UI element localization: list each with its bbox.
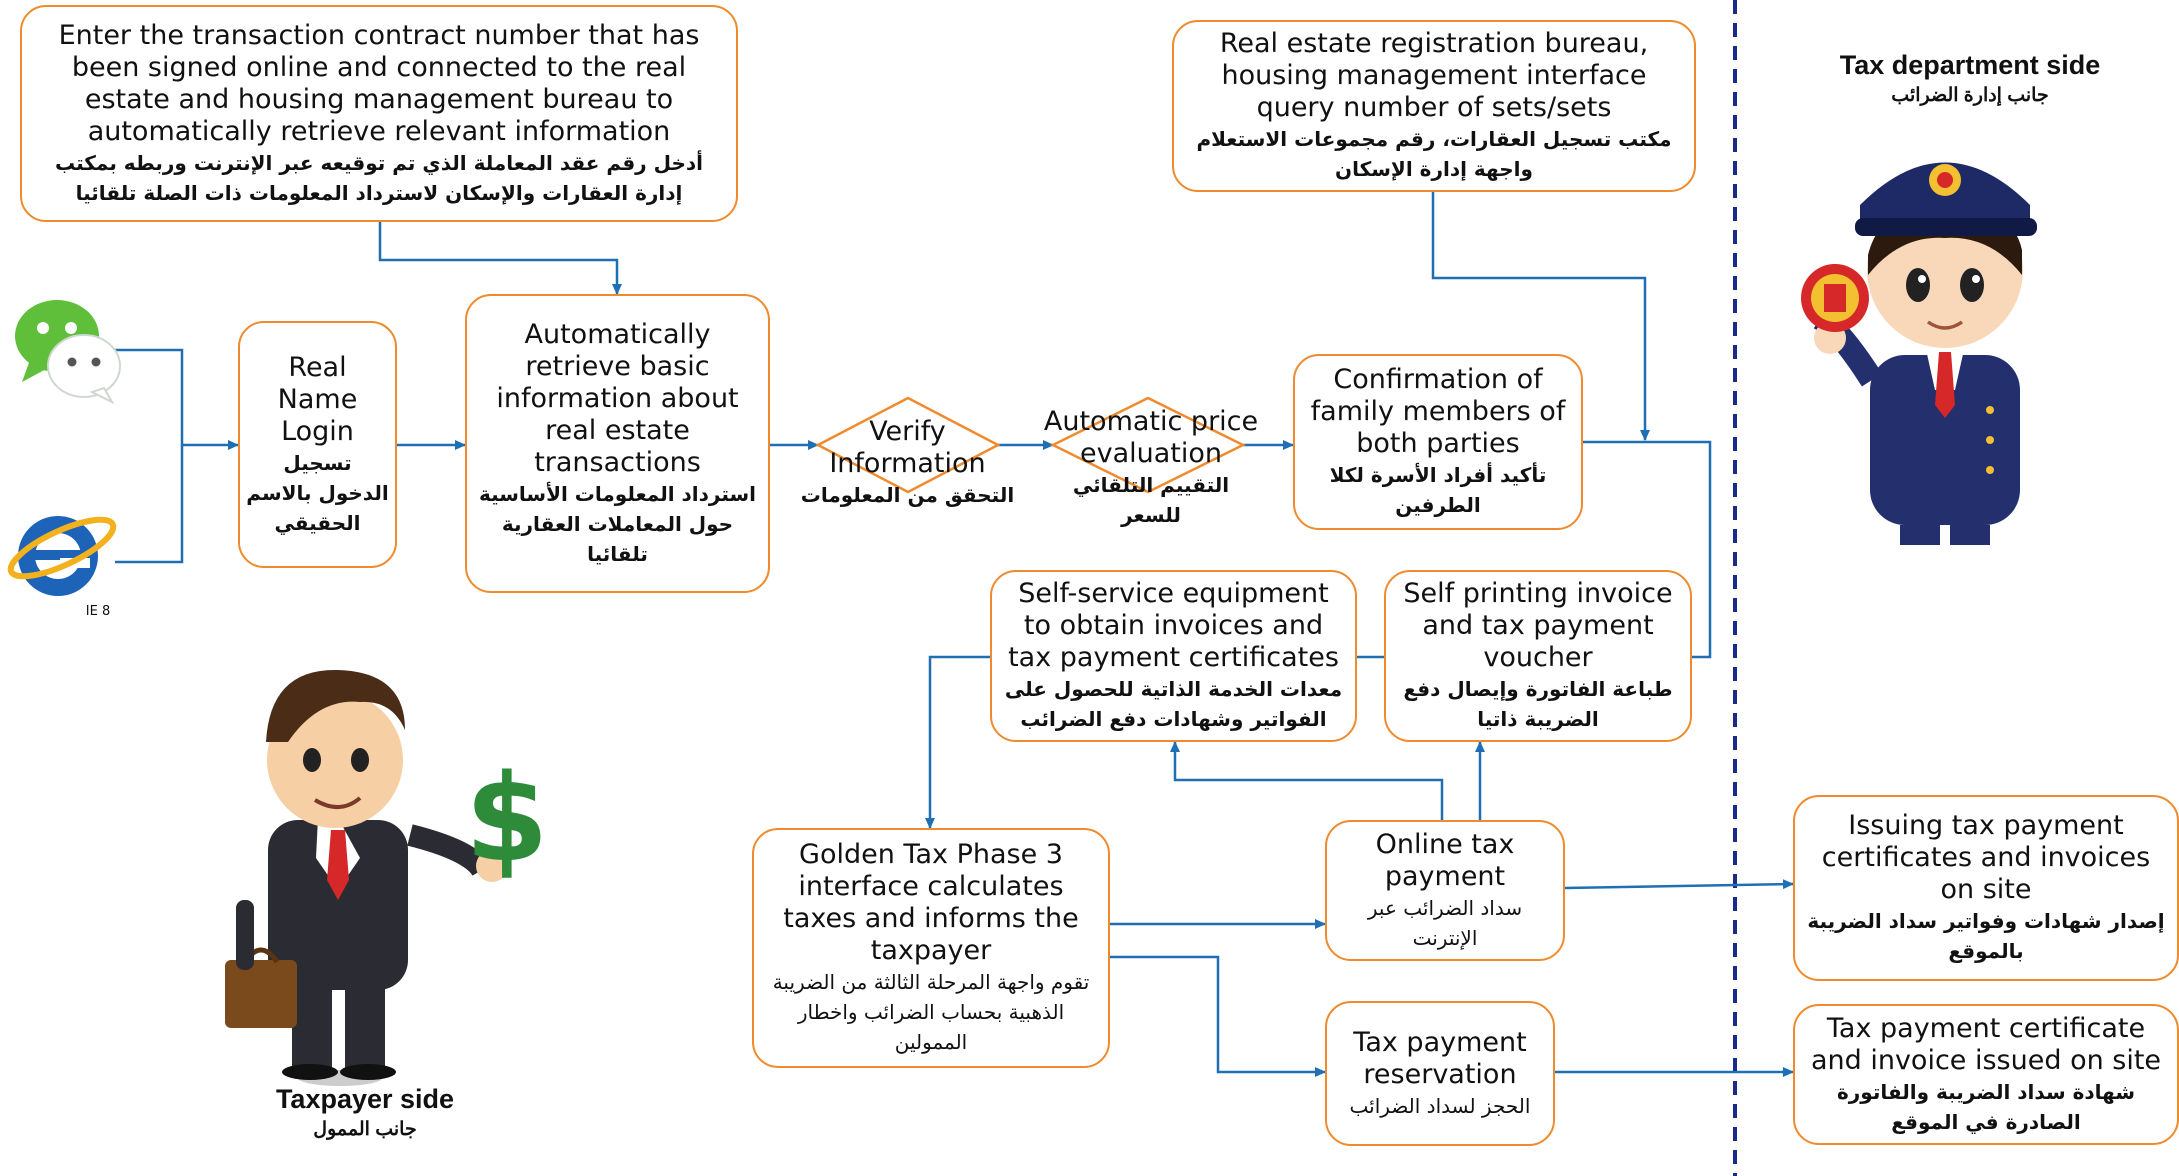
golden-tax-box: Golden Tax Phase 3 interface calculates … <box>752 828 1110 1068</box>
taxpayer-side-label: Taxpayer side <box>275 1084 455 1114</box>
retrieve-basic-text: Automatically retrieve basic information… <box>496 318 739 478</box>
golden-tax-text: Golden Tax Phase 3 interface calculates … <box>783 839 1079 966</box>
confirm-family-box: Confirmation of family members of both p… <box>1293 354 1583 530</box>
retrieve-basic-box: Automatically retrieve basic information… <box>465 294 770 593</box>
certificate-issued-text-ar: شهادة سداد الضريبة والفاتورة الصادرة في … <box>1836 1079 2136 1134</box>
golden-tax-text-ar: تقوم واجهة المرحلة الثالثة من الضريبة ال… <box>772 970 1090 1054</box>
real-name-login-box: Real Name Login تسجيل الدخول بالاسم الحق… <box>238 321 397 568</box>
confirm-family-text-ar: تأكيد أفراد الأسرة لكلا الطرفين <box>1329 463 1547 517</box>
price-text: Automatic price evaluation <box>1043 406 1259 469</box>
retrieve-basic-text-ar: استرداد المعلومات الأساسية حول المعاملات… <box>478 481 757 566</box>
tax-reservation-box: Tax payment reservation الحجز لسداد الضر… <box>1325 1001 1555 1146</box>
arrow-service-golden <box>925 655 990 829</box>
self-service-text-ar: معدات الخدمة الذاتية للحصول على الفواتير… <box>1004 677 1343 731</box>
tax-department-side-label-ar: جانب إدارة الضرائب <box>1891 85 2049 106</box>
svg-text:$: $ <box>465 750 549 889</box>
real-name-login-text: Real Name Login <box>277 351 358 447</box>
tax-department-side-label: Tax department side <box>1839 50 2101 80</box>
self-service-box: Self-service equipment to obtain invoice… <box>990 570 1357 742</box>
issuing-certificates-text-ar: إصدار شهادات وفواتير سداد الضريبة بالموق… <box>1807 909 2165 963</box>
verify-diamond <box>815 396 1001 494</box>
arrow-golden-reservation <box>1110 955 1326 1077</box>
registration-bureau-text: Real estate registration bureau, housing… <box>1219 28 1649 123</box>
certificate-issued-text: Tax payment certificate and invoice issu… <box>1810 1012 2162 1076</box>
issuing-certificates-text: Issuing tax payment certificates and inv… <box>1821 810 2151 905</box>
verify-text-ar: التحقق من المعلومات <box>800 483 1015 507</box>
enter-contract-text-ar: أدخل رقم عقد المعاملة الذي تم توقيعه عبر… <box>54 150 704 205</box>
wechat-icon <box>15 300 121 405</box>
ie-browser-icon <box>7 516 117 596</box>
confirm-family-text: Confirmation of family members of both p… <box>1310 364 1566 459</box>
online-tax-text-ar: سداد الضرائب عبر الإنترنت <box>1367 895 1523 950</box>
taxpayer-side-label-ar: جانب الممول <box>313 1119 417 1140</box>
tax-officer-illustration <box>1801 162 2037 545</box>
tax-reservation-text-ar: الحجز لسداد الضرائب <box>1349 1093 1531 1118</box>
ie-browser-label: IE 8 <box>85 604 111 619</box>
connector-confirm-bus <box>1583 440 1712 659</box>
enter-contract-box: Enter the transaction contract number th… <box>20 5 738 222</box>
self-printing-text-ar: طباعة الفاتورة وإيصال دفع الضريبة ذاتيا <box>1403 677 1673 731</box>
price-diamond <box>1050 396 1246 494</box>
arrow-bureau-down <box>1431 192 1650 441</box>
issuing-certificates-box: Issuing tax payment certificates and inv… <box>1793 795 2179 981</box>
price-text-ar: التقييم التلقائي للسعر <box>1072 473 1230 527</box>
real-name-login-text-ar: تسجيل الدخول بالاسم الحقيقي <box>246 450 389 535</box>
online-tax-text: Online tax payment <box>1375 828 1515 892</box>
arrow-contract-retrieve <box>378 222 622 295</box>
self-service-text: Self-service equipment to obtain invoice… <box>1008 578 1339 673</box>
self-printing-box: Self printing invoice and tax payment vo… <box>1384 570 1692 742</box>
registration-bureau-text-ar: مكتب تسجيل العقارات، رقم مجموعات الاستعل… <box>1196 127 1672 181</box>
tax-department-side-title: Tax department side جانب إدارة الضرائب <box>1780 48 2160 110</box>
registration-bureau-box: Real estate registration bureau, housing… <box>1172 20 1696 192</box>
connector-wechat <box>115 348 184 445</box>
taxpayer-side-title: Taxpayer side جانب الممول <box>200 1082 530 1144</box>
certificate-issued-box: Tax payment certificate and invoice issu… <box>1793 1004 2179 1145</box>
tax-reservation-text: Tax payment reservation <box>1353 1026 1527 1090</box>
self-printing-text: Self printing invoice and tax payment vo… <box>1403 578 1673 673</box>
arrow-online-service <box>1170 741 1444 820</box>
verify-decision: Verify Information التحقق من المعلومات <box>800 416 1015 510</box>
connector-ie <box>115 445 184 564</box>
price-decision: Automatic price evaluation التقييم التلق… <box>1040 406 1262 530</box>
verify-text: Verify Information <box>829 416 986 479</box>
online-tax-box: Online tax payment سداد الضرائب عبر الإن… <box>1325 820 1565 961</box>
taxpayer-illustration: $ <box>225 669 549 1086</box>
enter-contract-text: Enter the transaction contract number th… <box>58 19 700 147</box>
arrow-online-issuing <box>1564 879 1794 890</box>
